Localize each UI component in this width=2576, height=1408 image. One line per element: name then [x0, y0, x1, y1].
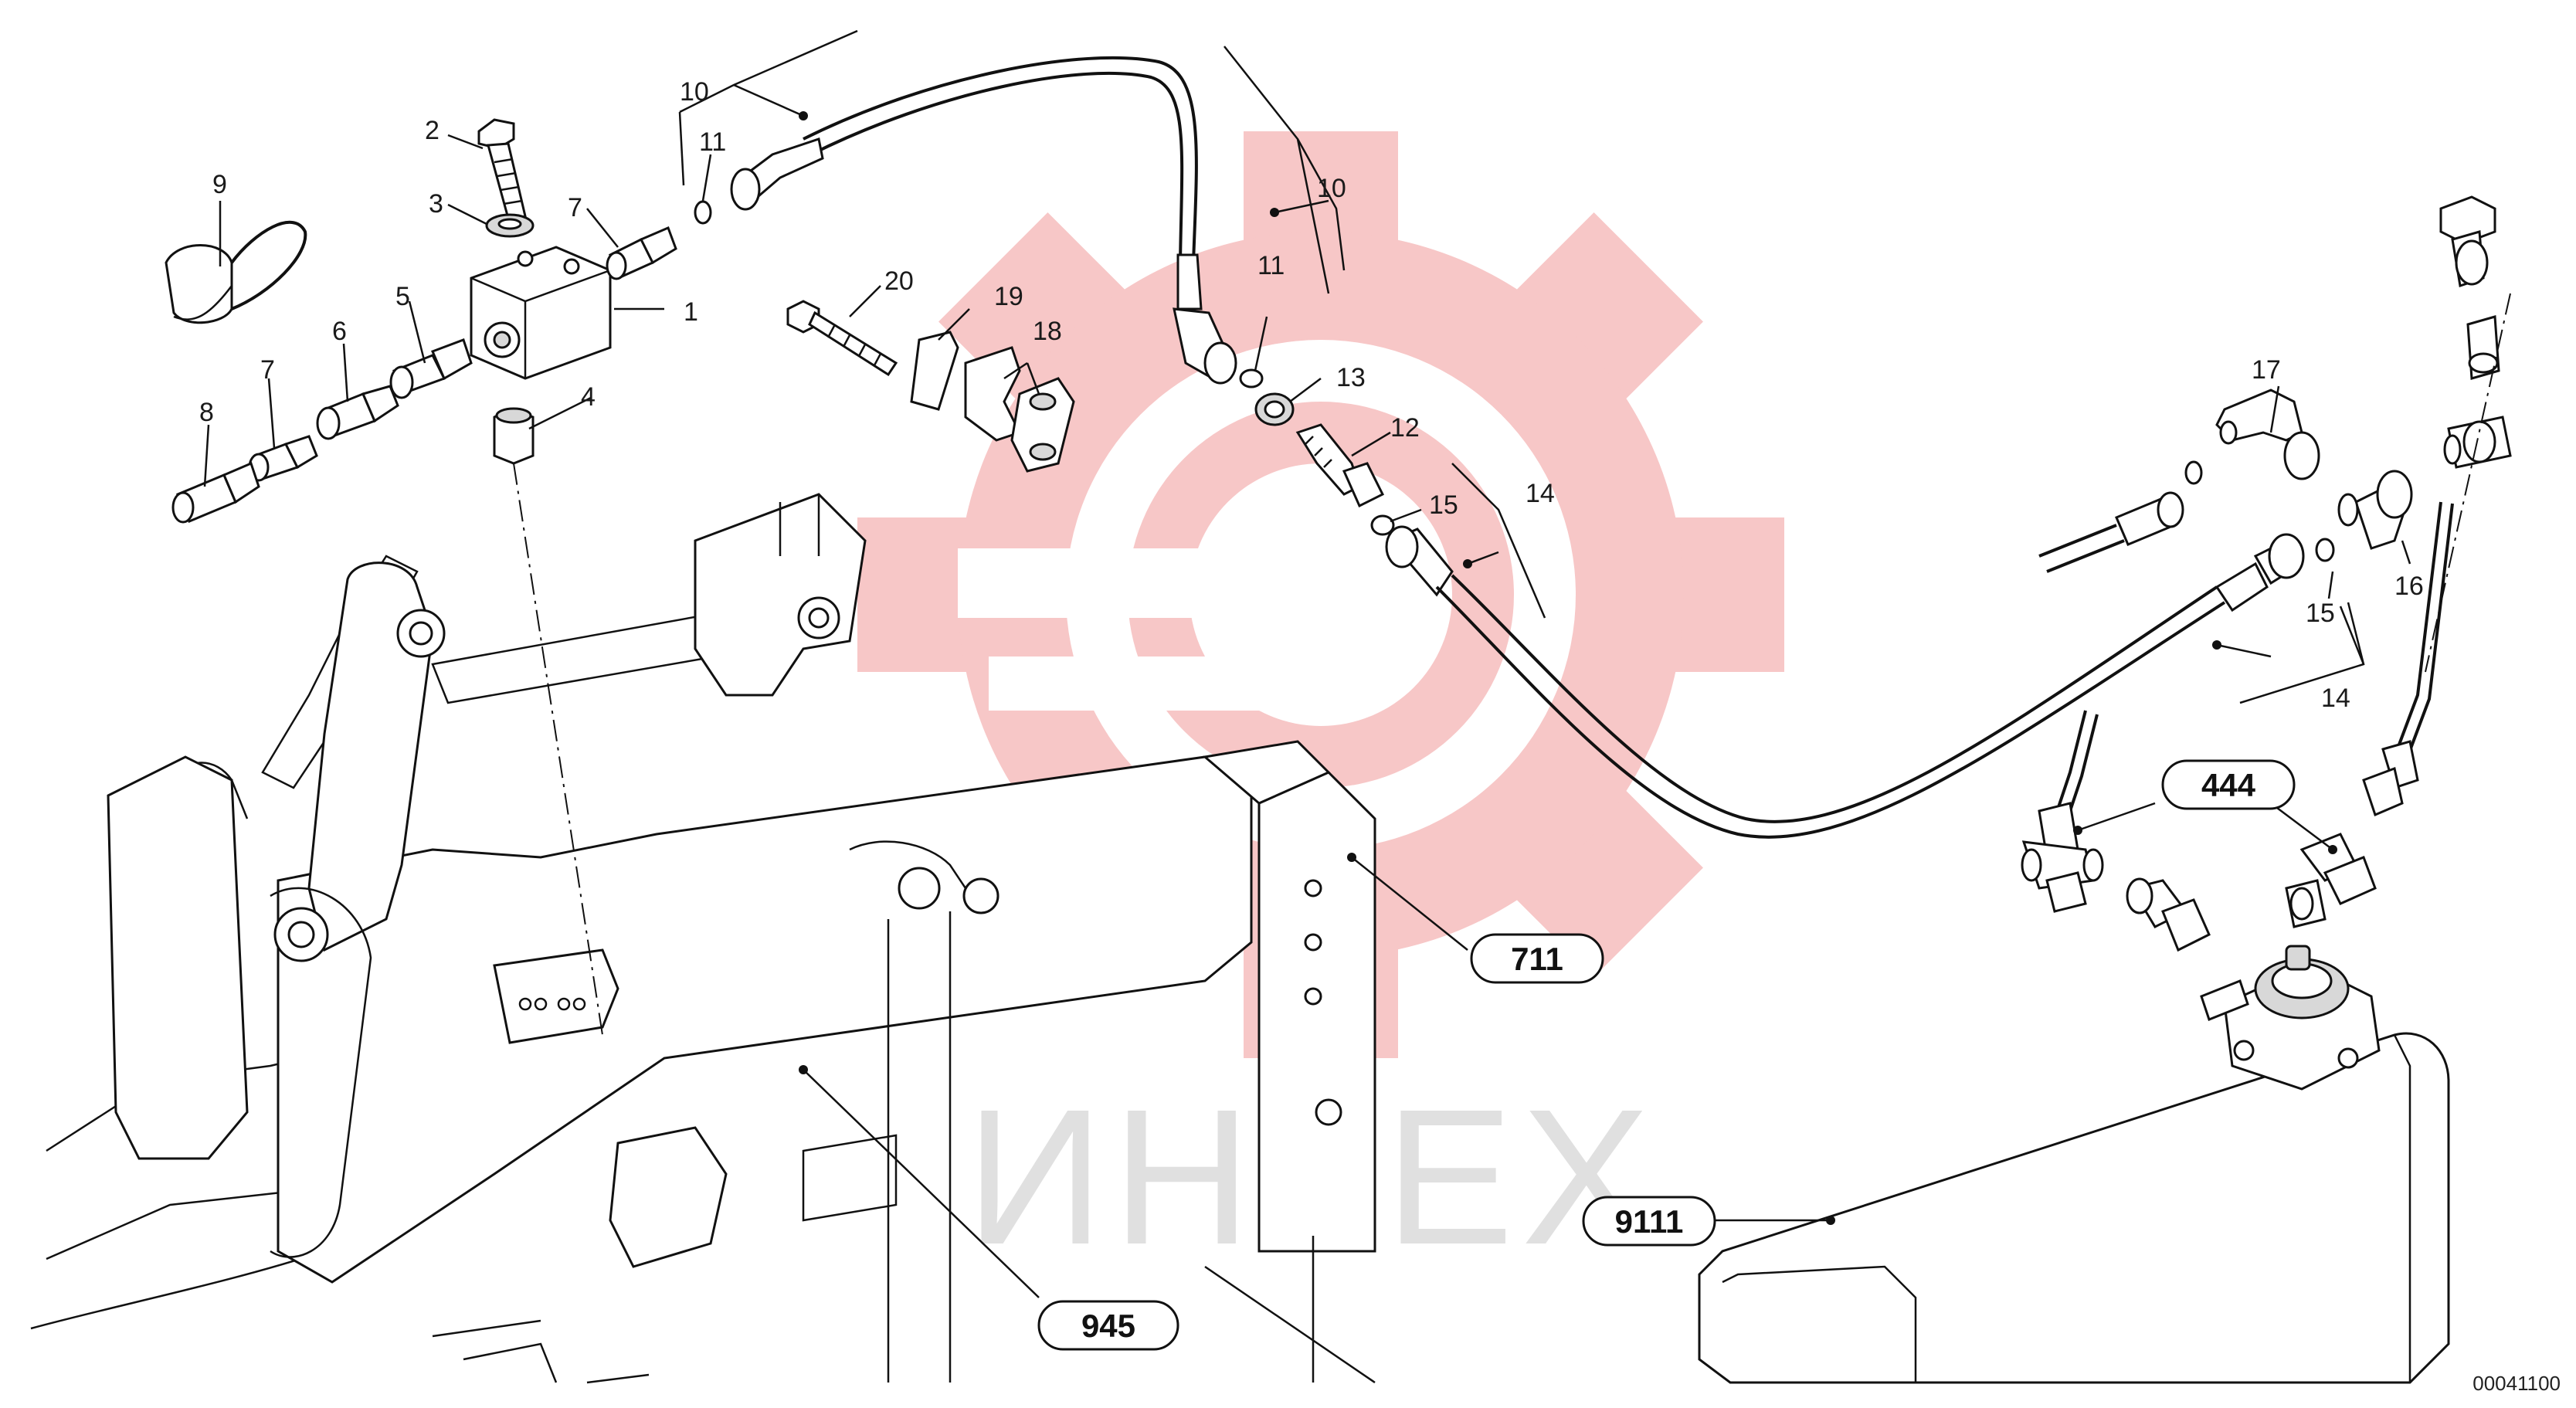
adapter-fitting-7b	[606, 226, 677, 280]
tank-hoses	[2021, 501, 2454, 952]
hydraulic-block	[470, 246, 612, 380]
tee-fitting-lower	[2443, 416, 2512, 469]
clamp-half-b	[1010, 377, 1075, 473]
part-label: 4	[581, 382, 596, 412]
ref-label-945: 945	[1081, 1308, 1135, 1344]
straight-fitting	[2466, 315, 2500, 380]
part-label: 16	[2394, 572, 2424, 601]
part-label: 10	[680, 77, 709, 107]
part-label: 20	[884, 266, 914, 296]
part-label: 9	[212, 170, 227, 199]
seal-ring-11a	[694, 200, 712, 225]
short-hose-segment	[2038, 491, 2184, 573]
part-label: 12	[1390, 413, 1420, 443]
ref-badge-9111[interactable]	[1582, 1196, 1716, 1247]
washer	[485, 213, 535, 238]
part-label: 7	[260, 355, 275, 385]
part-label: 8	[199, 398, 214, 427]
connector-12	[1295, 423, 1385, 508]
ref-label-444: 444	[2201, 767, 2256, 803]
reference-callouts: 711 444 9111 945	[1037, 759, 2296, 1351]
part-label: 6	[332, 317, 347, 346]
part-label: 18	[1033, 317, 1062, 346]
part-label: 3	[429, 189, 443, 219]
part-labels: 10 2 11 3 7 9 1 5 6 7 8 4 20 19 18 10 11…	[199, 77, 2424, 713]
ref-label-9111: 9111	[1615, 1203, 1684, 1240]
elbow-16	[2337, 470, 2413, 550]
loader-frame	[30, 493, 1376, 1384]
leader-lines	[203, 29, 2511, 1298]
seal-ring-15a	[1370, 514, 1395, 536]
hose-lower	[1385, 525, 2305, 839]
clamp-half-a	[964, 346, 1022, 442]
part-label: 19	[994, 282, 1023, 311]
nut	[493, 407, 535, 465]
part-label: 11	[699, 127, 726, 157]
part-label: 2	[425, 116, 440, 145]
part-label: 14	[2321, 684, 2350, 713]
document-id: 00041100	[2472, 1372, 2561, 1395]
adapter-fitting-8	[171, 461, 260, 524]
seal-ring-15b	[2315, 538, 2335, 562]
fuel-tank	[1698, 945, 2450, 1384]
part-label: 1	[684, 297, 698, 327]
ref-label-711: 711	[1511, 941, 1563, 977]
part-label: 7	[568, 193, 582, 222]
hydraulic-block-assembly	[165, 118, 712, 524]
part-label: 14	[1526, 479, 1555, 508]
bolt	[477, 118, 527, 226]
part-label: 5	[395, 282, 410, 311]
part-label: 15	[1429, 490, 1458, 520]
right-fittings	[1239, 195, 2512, 573]
part-label: 11	[1257, 251, 1285, 280]
ref-badge-444[interactable]	[2161, 759, 2296, 810]
ref-badge-711[interactable]	[1470, 933, 1604, 984]
adapter-fitting-6	[316, 385, 399, 440]
protective-cap	[165, 220, 307, 324]
tee-fitting	[2439, 195, 2496, 287]
clamp-cover-plate	[910, 331, 959, 411]
seal-ring-11b	[1239, 368, 1264, 388]
small-parts-17	[2184, 388, 2320, 485]
adapter-fitting-5	[389, 338, 473, 399]
nut-13	[1254, 392, 1295, 426]
part-label: 17	[2252, 355, 2281, 385]
clamp-bolt	[786, 300, 898, 377]
part-label: 10	[1317, 174, 1346, 203]
part-label: 13	[1336, 363, 1366, 392]
ref-badge-945[interactable]	[1037, 1300, 1179, 1351]
adapter-fitting-7a	[248, 435, 318, 482]
clamp-assembly	[786, 300, 1075, 473]
part-label: 15	[2306, 599, 2335, 628]
hose-upper	[730, 56, 1237, 385]
